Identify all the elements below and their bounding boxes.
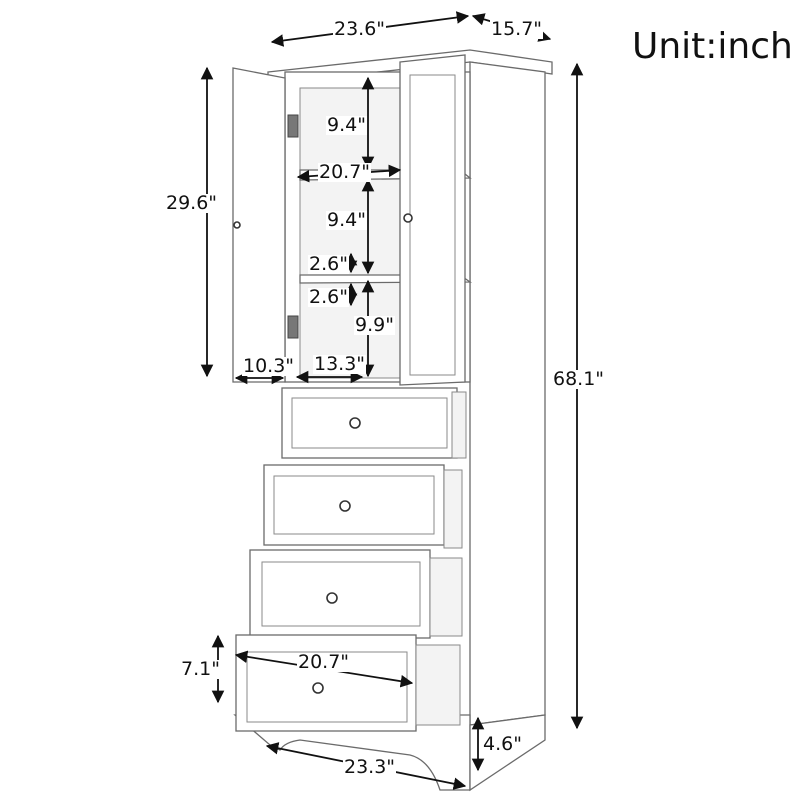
door-knob-icon — [233, 221, 241, 229]
door-width-label: 10.3" — [242, 355, 296, 377]
base-height-label: 4.6" — [482, 733, 523, 755]
bottom-compartment-height-label: 9.9" — [354, 314, 395, 336]
drawer-knob-icon — [326, 592, 338, 604]
hinge-icon — [287, 114, 299, 138]
middle-compartment-height-label: 9.4" — [326, 209, 367, 231]
hinge-icon — [287, 315, 299, 339]
shelf-adjust-lower-label: 2.6" — [308, 286, 349, 308]
door-section-height-label: 29.6" — [165, 192, 219, 214]
drawer-1 — [281, 387, 467, 459]
base-width-label: 23.3" — [343, 756, 397, 778]
door-knob-icon — [403, 213, 413, 223]
drawer-knob-icon — [349, 417, 361, 429]
top-compartment-height-label: 9.4" — [326, 114, 367, 136]
drawer-knob-icon — [339, 500, 351, 512]
overall-width-label: 23.6" — [333, 18, 387, 40]
drawer-3 — [249, 549, 463, 639]
left-door — [232, 67, 299, 383]
unit-label: Unit:inch — [632, 26, 793, 67]
right-door — [399, 54, 466, 386]
interior-depth-label: 13.3" — [313, 353, 367, 375]
drawer-4 — [235, 634, 461, 732]
drawer-2 — [263, 464, 463, 549]
overall-height-label: 68.1" — [552, 368, 606, 390]
drawer-width-label: 20.7" — [297, 651, 351, 673]
interior-width-label: 20.7" — [318, 161, 372, 183]
drawer-knob-icon — [312, 682, 324, 694]
drawer-height-label: 7.1" — [180, 658, 221, 680]
overall-depth-label: 15.7" — [490, 18, 544, 40]
shelf-adjust-upper-label: 2.6" — [308, 253, 349, 275]
